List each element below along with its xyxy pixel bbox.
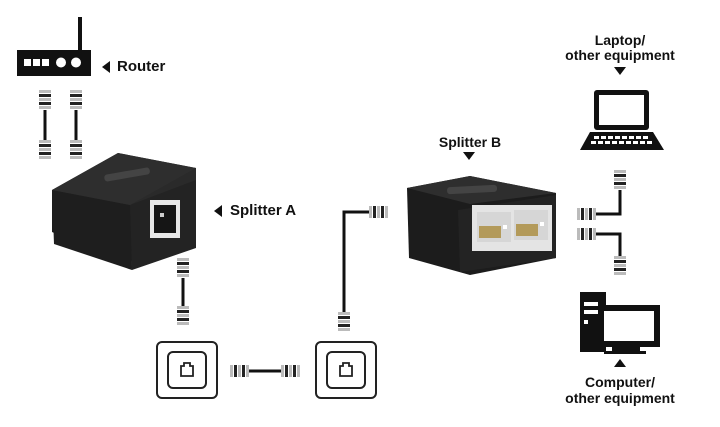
splitter-b-pointer-icon (463, 152, 475, 160)
computer-pointer-icon (614, 359, 626, 367)
laptop-label-line2: other equipment (565, 47, 675, 63)
router-label: Router (117, 58, 166, 75)
laptop-icon (580, 90, 664, 150)
router-pointer-icon (102, 61, 110, 73)
cable-jack-2-to-splitter-b (338, 206, 388, 331)
cable-jack-1-to-jack-2 (230, 365, 300, 377)
cable-splitter-b-to-laptop (577, 170, 626, 220)
computer-label-line1: Computer/ (585, 374, 655, 390)
computer-label-line2: other equipment (565, 390, 675, 406)
computer-icon (580, 292, 660, 354)
laptop-label-line1: Laptop/ (594, 32, 646, 48)
splitter-b-label: Splitter B (438, 134, 502, 150)
laptop-pointer-icon (614, 67, 626, 75)
splitter-b-device (407, 176, 556, 275)
splitter-a-device (52, 153, 196, 270)
cable-router-to-splitter-a (39, 90, 82, 159)
splitter-a-label: Splitter A (230, 202, 297, 219)
cable-splitter-a-to-jack-1 (177, 258, 189, 325)
cable-splitter-b-to-computer (577, 228, 626, 275)
splitter-a-pointer-icon (214, 205, 222, 217)
wall-jack-1 (156, 341, 218, 399)
router-icon (17, 17, 91, 76)
wall-jack-2 (315, 341, 377, 399)
